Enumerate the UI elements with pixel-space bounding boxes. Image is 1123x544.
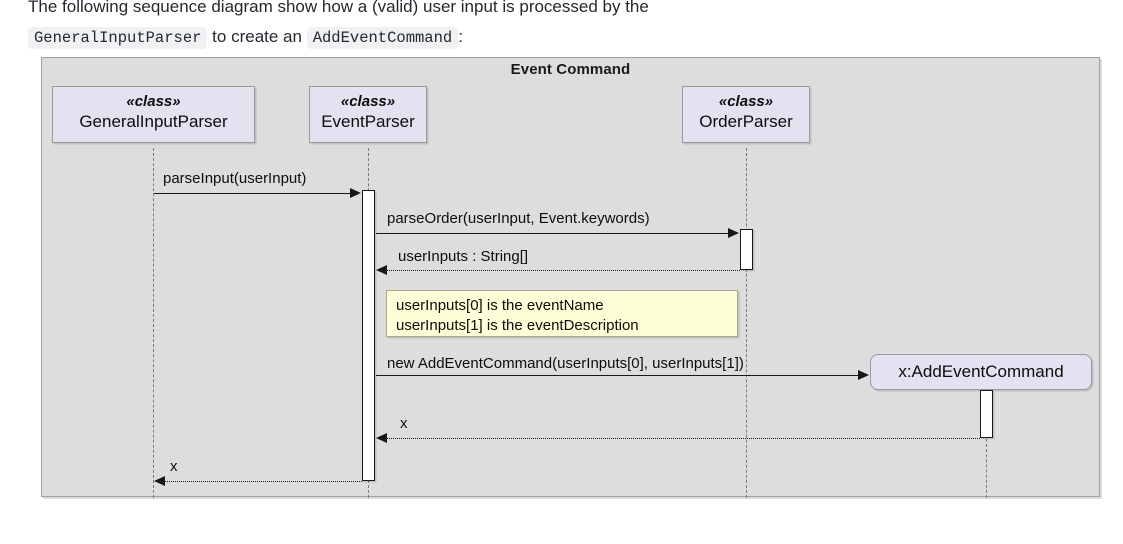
intro-line-1: The following sequence diagram show how … <box>28 0 649 16</box>
message-label-user-inputs-return: userInputs : String[] <box>398 248 529 265</box>
intro-line-2: GeneralInputParser to create an AddEvent… <box>28 22 1098 53</box>
message-arrowhead-parse-order <box>728 228 739 238</box>
participant-name: OrderParser <box>699 112 793 131</box>
object-label: x:AddEventCommand <box>898 362 1064 381</box>
message-line-new-add-event-command <box>376 375 859 376</box>
message-line-return-x-command <box>386 438 980 439</box>
object-add-event-command[interactable]: x:AddEventCommand <box>870 354 1092 390</box>
message-label-return-x-command: x <box>400 415 408 432</box>
intro-line-2-end: : <box>458 27 463 46</box>
activation-order-parser <box>740 229 753 270</box>
diagram-title: Event Command <box>510 61 631 78</box>
sequence-diagram-frame: Event Command «class» GeneralInputParser… <box>41 57 1100 498</box>
message-label-return-x-parser: x <box>170 458 178 475</box>
participant-general-input-parser[interactable]: «class» GeneralInputParser <box>52 86 255 143</box>
note-fold-inner-icon <box>725 291 737 303</box>
message-label-parse-order: parseOrder(userInput, Event.keywords) <box>387 210 650 227</box>
message-label-new-add-event-command: new AddEventCommand(userInputs[0], userI… <box>387 355 744 372</box>
code-add-event-command: AddEventCommand <box>306 27 459 49</box>
activation-event-parser <box>362 190 375 481</box>
intro-line-2-mid: to create an <box>212 27 302 46</box>
lifeline-order-parser <box>746 148 747 498</box>
message-arrowhead-return-x-command <box>376 433 387 443</box>
message-line-parse-input <box>154 193 351 194</box>
note-line-2: userInputs[1] is the eventDescription <box>396 317 639 334</box>
lifeline-add-event-command <box>986 393 987 498</box>
intro-paragraph: The following sequence diagram show how … <box>28 0 1098 53</box>
code-general-input-parser: GeneralInputParser <box>28 27 208 49</box>
note-line-1: userInputs[0] is the eventName <box>396 297 604 314</box>
participant-order-parser[interactable]: «class» OrderParser <box>682 86 810 143</box>
participant-stereotype: «class» <box>126 93 181 110</box>
message-line-parse-order <box>376 233 728 234</box>
message-arrowhead-return-x-parser <box>154 476 165 486</box>
participant-name: EventParser <box>321 112 415 131</box>
message-label-parse-input: parseInput(userInput) <box>163 170 307 187</box>
note-user-inputs-mapping: userInputs[0] is the eventName userInput… <box>386 290 738 337</box>
participant-event-parser[interactable]: «class» EventParser <box>309 86 427 143</box>
message-arrowhead-parse-input <box>350 188 361 198</box>
participant-name: GeneralInputParser <box>79 112 228 131</box>
message-arrowhead-user-inputs-return <box>376 265 387 275</box>
participant-stereotype: «class» <box>340 93 396 110</box>
message-line-user-inputs-return <box>386 270 740 271</box>
message-arrowhead-new-add-event-command <box>858 370 869 380</box>
message-line-return-x-parser <box>164 481 362 482</box>
activation-add-event-command <box>980 390 993 438</box>
participant-stereotype: «class» <box>718 93 774 110</box>
lifeline-general-input-parser <box>153 148 154 498</box>
